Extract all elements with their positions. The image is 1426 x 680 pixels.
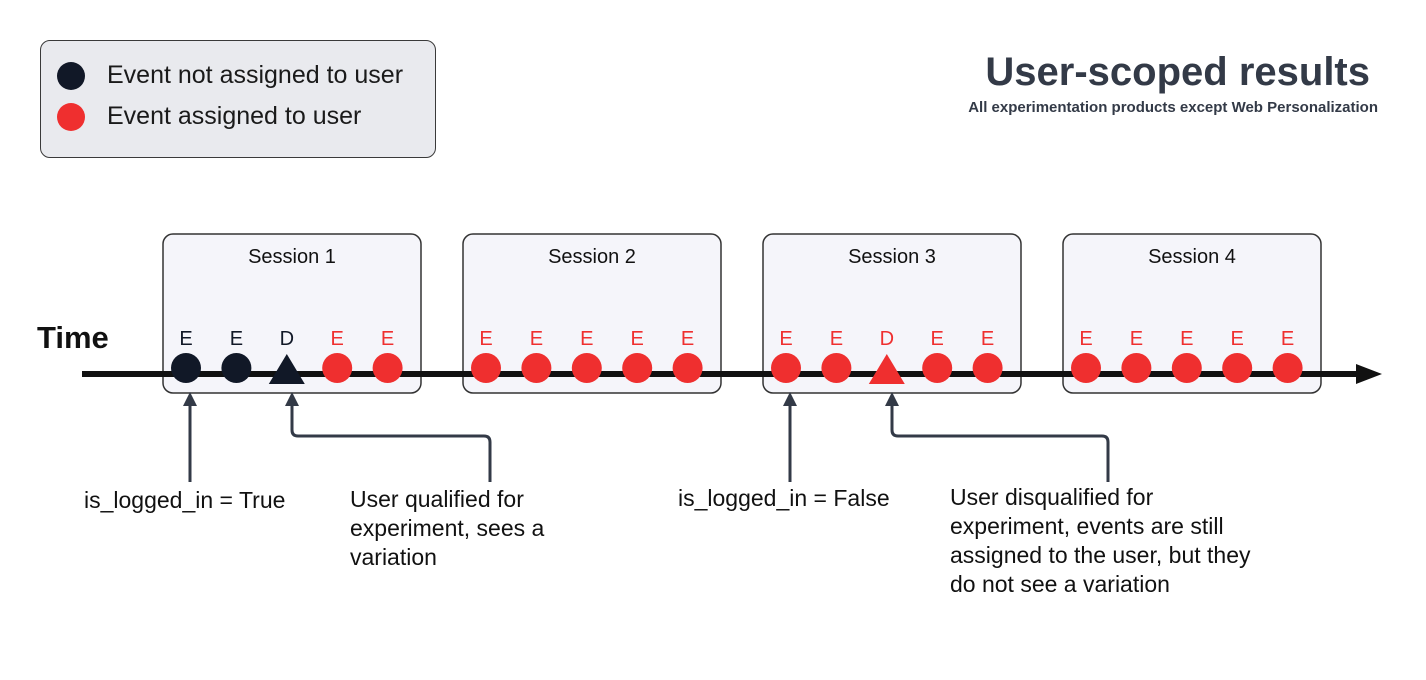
annotation-arrowheads bbox=[183, 392, 899, 406]
arrowhead-icon bbox=[183, 392, 197, 406]
event-letter: E bbox=[631, 328, 644, 350]
event-dot bbox=[972, 353, 1003, 383]
session-box: Session 1 bbox=[162, 233, 422, 394]
annotation-logged-in-true: is_logged_in = True bbox=[84, 487, 286, 513]
event-dot bbox=[372, 353, 403, 383]
event-letter: E bbox=[331, 328, 344, 350]
event-dot bbox=[1171, 353, 1202, 383]
event-dot bbox=[821, 353, 852, 383]
event-dot bbox=[171, 353, 201, 383]
session-box: Session 4 bbox=[1062, 233, 1322, 394]
annotation-line: assigned to the user, but they bbox=[950, 542, 1251, 568]
event-letter: D bbox=[280, 328, 294, 350]
arrow-disqualified bbox=[890, 404, 1110, 482]
legend-item-assigned: Event assigned to user bbox=[57, 102, 361, 131]
session-title: Session 3 bbox=[848, 246, 936, 268]
session-box-outline bbox=[1062, 233, 1322, 394]
event-letter: E bbox=[931, 328, 944, 350]
event-triangle bbox=[268, 354, 305, 384]
event-dot bbox=[1222, 353, 1253, 383]
event-triangle bbox=[868, 354, 905, 384]
event-dot bbox=[1272, 353, 1303, 383]
annotation-line: do not see a variation bbox=[950, 571, 1170, 597]
arrowhead-icon bbox=[285, 392, 299, 406]
red-dot-icon bbox=[57, 102, 85, 131]
legend: Event not assigned to user Event assigne… bbox=[40, 40, 436, 158]
arrow-qualified bbox=[290, 404, 492, 482]
event-dot bbox=[471, 353, 501, 383]
event-dot bbox=[1071, 353, 1101, 383]
event-letter: E bbox=[1231, 328, 1244, 350]
annotation-qualified: User qualified for experiment, sees a va… bbox=[350, 485, 544, 572]
page-subtitle: All experimentation products except Web … bbox=[968, 99, 1378, 116]
page-title: User-scoped results bbox=[985, 50, 1370, 94]
event-letter: E bbox=[1281, 328, 1294, 350]
event-letter: E bbox=[681, 328, 694, 350]
event-letter: E bbox=[479, 328, 492, 350]
annotation-line: User qualified for bbox=[350, 486, 524, 512]
event-dot bbox=[622, 353, 653, 383]
event-letter: E bbox=[981, 328, 994, 350]
event-letter: E bbox=[1180, 328, 1193, 350]
arrowhead-icon bbox=[783, 392, 797, 406]
annotation-line: User disqualified for bbox=[950, 484, 1154, 510]
event-dot bbox=[771, 353, 801, 383]
event-dot bbox=[521, 353, 552, 383]
event-letter: E bbox=[580, 328, 593, 350]
event-dot bbox=[571, 353, 602, 383]
event-dot bbox=[672, 353, 703, 383]
legend-label: Event not assigned to user bbox=[107, 61, 404, 89]
black-dot-icon bbox=[57, 61, 85, 90]
annotation-arrows bbox=[188, 404, 1110, 482]
arrowhead-icon bbox=[885, 392, 899, 406]
session-box: Session 3 bbox=[762, 233, 1022, 394]
event-letter: E bbox=[1130, 328, 1143, 350]
timeline-arrowhead-icon bbox=[1356, 364, 1382, 384]
event-letter: E bbox=[830, 328, 843, 350]
event-dot bbox=[922, 353, 953, 383]
legend-item-not-assigned: Event not assigned to user bbox=[57, 61, 403, 90]
annotation-line: experiment, sees a bbox=[350, 515, 545, 541]
event-dot bbox=[322, 353, 353, 383]
session-box-outline bbox=[462, 233, 722, 394]
annotation-line: variation bbox=[350, 544, 437, 570]
event-letter: D bbox=[880, 328, 894, 350]
event-letter: E bbox=[530, 328, 543, 350]
annotation-disqualified: User disqualified for experiment, events… bbox=[950, 483, 1250, 599]
session-title: Session 2 bbox=[548, 246, 636, 268]
annotation-logged-in-false: is_logged_in = False bbox=[678, 485, 890, 511]
session-title: Session 1 bbox=[248, 246, 336, 268]
event-letter: E bbox=[1079, 328, 1092, 350]
event-dot bbox=[221, 353, 252, 383]
event-letter: E bbox=[779, 328, 792, 350]
event-letter: E bbox=[230, 328, 243, 350]
legend-label: Event assigned to user bbox=[107, 102, 362, 130]
annotation-line: experiment, events are still bbox=[950, 513, 1224, 539]
event-letter: E bbox=[381, 328, 394, 350]
time-axis-label: Time bbox=[37, 320, 109, 355]
session-title: Session 4 bbox=[1148, 246, 1236, 268]
event-letter: E bbox=[179, 328, 192, 350]
session-box: Session 2 bbox=[462, 233, 722, 394]
event-dot bbox=[1121, 353, 1152, 383]
